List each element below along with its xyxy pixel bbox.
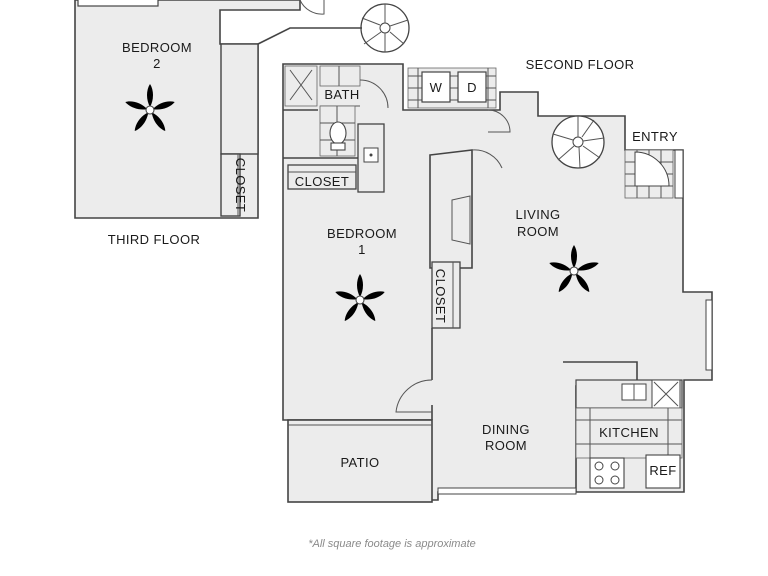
bedroom-2-label: BEDROOM xyxy=(122,40,192,55)
laundry: W D xyxy=(407,67,511,133)
stove-icon xyxy=(589,457,625,489)
third-floor: BEDROOM 2 CLOSET THIRD FLOOR xyxy=(74,0,410,247)
closet-bedroom-1 xyxy=(431,261,461,329)
dining-room-label: DINING xyxy=(482,422,530,437)
third-floor-title: THIRD FLOOR xyxy=(108,232,201,247)
bath-room xyxy=(283,65,389,193)
dryer-icon xyxy=(457,71,487,103)
closet-bedroom-1-label: CLOSET xyxy=(433,269,448,323)
second-floor-spiral-stair-icon xyxy=(551,115,605,169)
bedroom-2-area xyxy=(74,0,301,219)
sink-icon xyxy=(363,147,379,163)
bedroom-1-door-swing-icon xyxy=(395,379,433,413)
bath-label: BATH xyxy=(324,87,359,102)
entry-area xyxy=(624,149,684,199)
entry-door-swing-icon xyxy=(634,151,670,187)
refrigerator-icon xyxy=(645,454,681,489)
bedroom-1-label: BEDROOM xyxy=(327,226,397,241)
second-floor-title: SECOND FLOOR xyxy=(526,57,635,72)
kitchen-label: KITCHEN xyxy=(599,425,659,440)
living-room-label: LIVING xyxy=(515,207,560,222)
footnote: *All square footage is approximate xyxy=(308,538,476,550)
ceiling-fan-icon xyxy=(124,84,176,133)
living-room-label-2: ROOM xyxy=(517,224,559,239)
ceiling-fan-icon xyxy=(548,245,600,294)
third-floor-wardrobe xyxy=(220,43,259,155)
kitchen xyxy=(563,361,683,492)
ref-label: REF xyxy=(649,463,676,478)
closet-third-floor xyxy=(220,153,241,217)
washer-label: W xyxy=(430,80,443,95)
third-floor-spiral-stair-icon xyxy=(360,3,410,53)
third-floor-door-swing-icon xyxy=(299,0,325,15)
ceiling-fan-icon xyxy=(334,274,386,323)
living-room-window xyxy=(705,299,713,371)
patio-label: PATIO xyxy=(340,455,379,470)
shower-icon xyxy=(284,65,318,107)
dining-window xyxy=(437,487,577,495)
fireplace xyxy=(429,149,503,269)
closet-third-label: CLOSET xyxy=(233,158,248,212)
washer-icon xyxy=(421,71,451,103)
entry-label: ENTRY xyxy=(632,129,678,144)
patio xyxy=(287,419,433,503)
dryer-label: D xyxy=(467,80,477,95)
bath-door-swing-icon xyxy=(359,79,389,109)
closet-bath-label: CLOSET xyxy=(295,174,349,189)
third-floor-window xyxy=(77,0,159,7)
bedroom-2-number: 2 xyxy=(153,56,161,71)
dining-room-label-2: ROOM xyxy=(485,438,527,453)
second-floor: BATH CLOSET W D SECOND FLOOR xyxy=(282,57,713,503)
toilet-icon xyxy=(329,121,347,151)
laundry-door-swing-icon xyxy=(487,109,511,133)
bedroom-1-number: 1 xyxy=(358,242,366,257)
fireplace-door-swing-icon xyxy=(471,149,503,169)
closet-bath xyxy=(287,164,357,190)
